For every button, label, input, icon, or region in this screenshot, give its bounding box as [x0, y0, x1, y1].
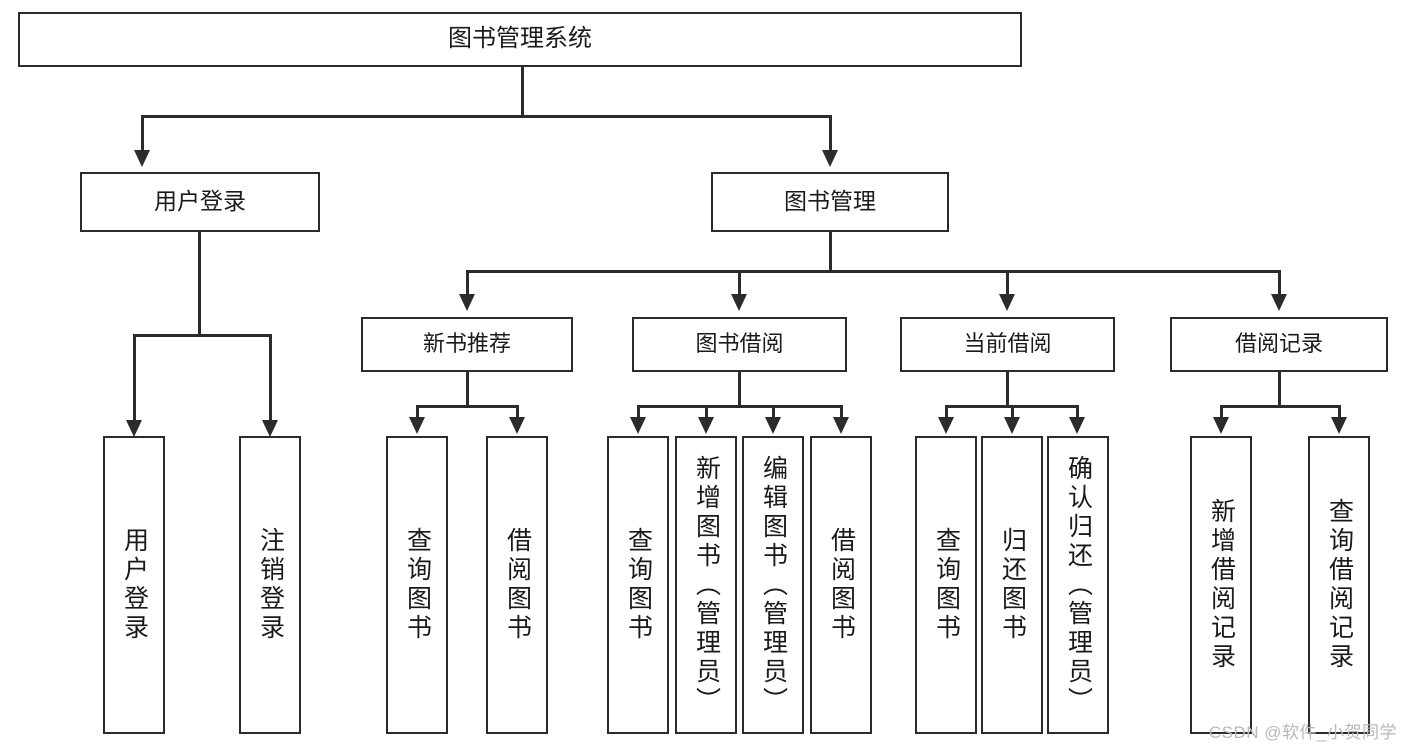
- connector-book-borrow-drop-1: [637, 405, 640, 423]
- leaf-node-user-login[interactable]: 用户登录: [103, 436, 165, 734]
- connector-user-login-drop-2: [269, 334, 272, 430]
- connector-new-book-bus: [416, 405, 519, 408]
- connector-current-borrow-drop-2: [1011, 405, 1014, 423]
- node-label: 查询借阅记录: [1325, 498, 1354, 672]
- leaf-node-logout[interactable]: 注销登录: [239, 436, 301, 734]
- arrowhead-leaf-logout: [262, 420, 278, 437]
- connector-to-new-book: [466, 270, 469, 296]
- arrowhead-user-login: [134, 150, 150, 167]
- connector-new-book-drop-1: [416, 405, 419, 423]
- connector-borrow-record-stem: [1278, 372, 1281, 407]
- node-label: 查询图书: [624, 527, 653, 643]
- node-label: 新增图书（管理员）: [692, 454, 721, 716]
- node-book-management[interactable]: 图书管理: [711, 172, 949, 232]
- connector-book-borrow-bus: [637, 405, 842, 408]
- connector-new-book-stem: [466, 372, 469, 407]
- leaf-node-edit-book-admin[interactable]: 编辑图书（管理员）: [742, 436, 804, 734]
- node-label: 图书管理: [784, 188, 876, 215]
- arrowhead-leaf-edit-book: [765, 417, 781, 434]
- connector-current-borrow-drop-3: [1076, 405, 1079, 423]
- leaf-node-query-borrow-record[interactable]: 查询借阅记录: [1308, 436, 1370, 734]
- node-root-system[interactable]: 图书管理系统: [18, 12, 1022, 67]
- connector-book-borrow-drop-2: [705, 405, 708, 423]
- connector-borrow-record-drop-1: [1220, 405, 1223, 423]
- arrowhead-leaf-query-record: [1331, 417, 1347, 434]
- arrowhead-book-borrow: [731, 294, 747, 311]
- connector-book-borrow-drop-3: [772, 405, 775, 423]
- connector-user-login-drop-1: [133, 334, 136, 430]
- connector-level3-bus: [466, 270, 1281, 273]
- leaf-node-borrow-book-recommend[interactable]: 借阅图书: [486, 436, 548, 734]
- connector-root-stem: [521, 67, 524, 116]
- connector-to-current-borrow: [1006, 270, 1009, 296]
- node-book-borrow[interactable]: 图书借阅: [632, 317, 847, 372]
- node-label: 当前借阅: [963, 331, 1052, 357]
- connector-book-borrow-drop-4: [840, 405, 843, 423]
- node-current-borrow[interactable]: 当前借阅: [900, 317, 1115, 372]
- connector-borrow-record-drop-2: [1338, 405, 1341, 423]
- node-label: 图书管理系统: [448, 25, 592, 53]
- leaf-node-return-book[interactable]: 归还图书: [981, 436, 1043, 734]
- node-borrow-record[interactable]: 借阅记录: [1170, 317, 1388, 372]
- leaf-node-query-book-borrow[interactable]: 查询图书: [607, 436, 669, 734]
- arrowhead-leaf-confirm-return: [1069, 417, 1085, 434]
- node-label: 借阅图书: [827, 527, 856, 643]
- arrowhead-leaf-user-login: [126, 420, 142, 437]
- arrowhead-leaf-query-book-1: [409, 417, 425, 434]
- arrowhead-leaf-query-book-2: [630, 417, 646, 434]
- arrowhead-current-borrow: [999, 294, 1015, 311]
- connector-new-book-drop-2: [516, 405, 519, 423]
- arrowhead-leaf-borrow-book-1: [509, 417, 525, 434]
- node-label: 注销登录: [256, 527, 285, 643]
- connector-current-borrow-stem: [1006, 372, 1009, 407]
- node-label: 用户登录: [120, 527, 149, 643]
- watermark: CSDN @软件_小贺同学: [1208, 723, 1397, 742]
- connector-user-login-stem: [198, 232, 201, 336]
- arrowhead-borrow-record: [1271, 294, 1287, 311]
- leaf-node-add-book-admin[interactable]: 新增图书（管理员）: [675, 436, 737, 734]
- arrowhead-leaf-add-record: [1213, 417, 1229, 434]
- leaf-node-query-book-recommend[interactable]: 查询图书: [386, 436, 448, 734]
- connector-to-book-borrow: [738, 270, 741, 296]
- arrowhead-new-book: [459, 294, 475, 311]
- arrowhead-leaf-query-book-3: [938, 417, 954, 434]
- connector-to-borrow-record: [1278, 270, 1281, 296]
- node-label: 新书推荐: [422, 331, 511, 357]
- leaf-node-confirm-return-admin[interactable]: 确认归还（管理员）: [1047, 436, 1109, 734]
- connector-user-login-bus: [133, 334, 272, 337]
- arrowhead-leaf-borrow-book-2: [833, 417, 849, 434]
- connector-current-borrow-drop-1: [945, 405, 948, 423]
- connector-to-user-login: [141, 115, 144, 151]
- node-label: 新增借阅记录: [1207, 498, 1236, 672]
- arrowhead-book-manage: [822, 150, 838, 167]
- arrowhead-leaf-return-book: [1004, 417, 1020, 434]
- arrowhead-leaf-add-book: [698, 417, 714, 434]
- node-label: 归还图书: [998, 527, 1027, 643]
- connector-book-manage-stem: [829, 232, 832, 272]
- leaf-node-borrow-book[interactable]: 借阅图书: [810, 436, 872, 734]
- node-label: 查询图书: [403, 527, 432, 643]
- leaf-node-query-book-current[interactable]: 查询图书: [915, 436, 977, 734]
- node-label: 借阅图书: [503, 527, 532, 643]
- node-label: 借阅记录: [1234, 331, 1323, 357]
- node-label: 确认归还（管理员）: [1064, 454, 1093, 716]
- node-user-login[interactable]: 用户登录: [80, 172, 320, 232]
- connector-book-borrow-stem: [738, 372, 741, 407]
- node-new-book-recommend[interactable]: 新书推荐: [361, 317, 573, 372]
- leaf-node-add-borrow-record[interactable]: 新增借阅记录: [1190, 436, 1252, 734]
- connector-borrow-record-bus: [1220, 405, 1340, 408]
- node-label: 图书借阅: [695, 331, 784, 357]
- connector-level2-bus: [141, 115, 831, 118]
- node-label: 编辑图书（管理员）: [759, 454, 788, 716]
- connector-to-book-manage: [829, 115, 832, 151]
- node-label: 用户登录: [154, 188, 246, 215]
- node-label: 查询图书: [932, 527, 961, 643]
